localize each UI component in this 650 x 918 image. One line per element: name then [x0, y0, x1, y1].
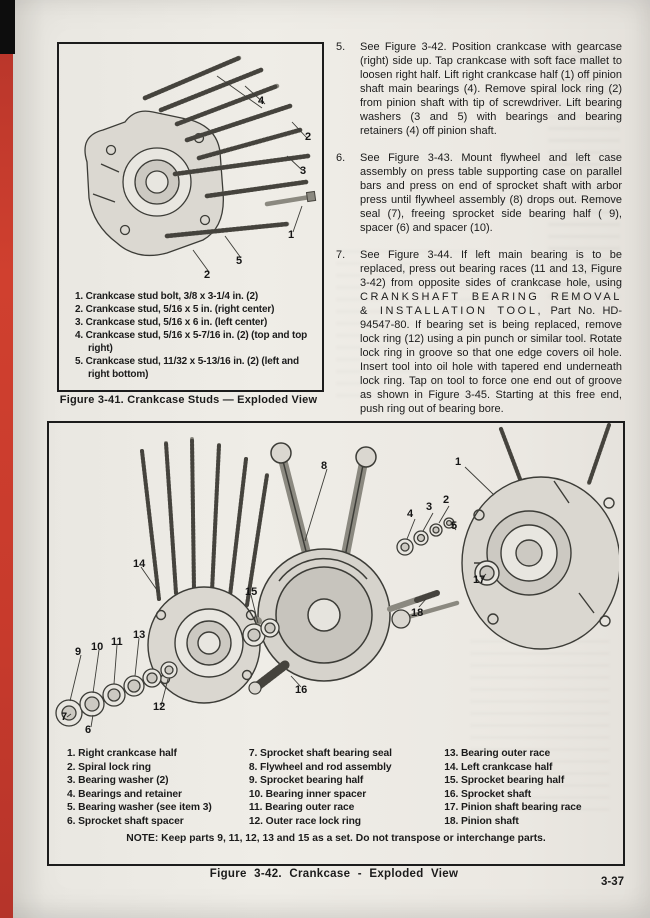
- legend-item: 10. Bearing inner spacer: [248, 788, 367, 800]
- step-number: 5.: [336, 41, 346, 53]
- fig42-callout-7: 7: [61, 711, 68, 723]
- fig42-callout-4: 4: [407, 508, 414, 520]
- step-number: 6.: [336, 152, 346, 164]
- fig42-callout-14: 14: [133, 558, 146, 570]
- fig41-callout-2: 2: [305, 131, 312, 143]
- step-5: 5. See Figure 3-42. Position crankcase w…: [336, 40, 622, 138]
- legend-item: 13. Bearing outer race: [444, 748, 551, 759]
- fig41-callout-4: 4: [258, 95, 265, 107]
- legend-item: 11. Bearing outer race: [248, 802, 355, 813]
- fig42-callout-5: 5: [451, 520, 458, 532]
- legend-item: 8. Flywheel and rod assembly: [248, 761, 392, 773]
- legend-item: 18. Pinion shaft: [444, 815, 519, 827]
- fig42-legend: 1. Right crankcase half 2. Spiral lock r…: [67, 747, 607, 828]
- fig42-callout-2: 2: [443, 494, 450, 506]
- fig41-callout-2b: 2: [204, 269, 211, 281]
- step-6: 6. See Figure 3-43. Mount flywheel and l…: [336, 151, 622, 235]
- legend-item: 15. Sprocket bearing half: [444, 775, 565, 786]
- fig42-callout-10: 10: [91, 641, 104, 653]
- step-text: See Figure 3-43. Mount flywheel and left…: [360, 152, 622, 234]
- page-number: 3-37: [600, 876, 624, 888]
- fig42-note: NOTE: Keep parts 9, 11, 12, 13 and 15 as…: [126, 833, 546, 844]
- legend-item: 6. Sprocket shaft spacer: [67, 815, 184, 827]
- legend-item: 9. Sprocket bearing half: [248, 775, 364, 786]
- step-text: See Figure 3-44. If left main bearing is…: [360, 248, 622, 416]
- figure-3-41-frame: 4 2 3 1 5 2 1. Crankcase stud bolt, 3/8 …: [57, 42, 324, 392]
- fig42-caption: Figure 3-42. Crankcase - Exploded View: [209, 868, 459, 880]
- legend-item: 1. Right crankcase half: [67, 748, 177, 759]
- legend-item: 16. Sprocket shaft: [444, 788, 532, 800]
- tool-name-text: CRANKSHAFT BEARING REMOVAL & INSTALLATIO…: [360, 291, 622, 317]
- legend-item: 17. Pinion shaft bearing race: [444, 802, 582, 813]
- legend-item: 3. Bearing washer (2): [67, 775, 169, 786]
- fig41-part-item: 4. Crankcase stud, 5/16 x 5-7/16 in. (2)…: [75, 330, 308, 354]
- legend-column-1: 1. Right crankcase half 2. Spiral lock r…: [67, 747, 249, 828]
- fig42-callout-1: 1: [455, 456, 462, 468]
- fig41-part-item: 5. Crankcase stud, 11/32 x 5-13/16 in. (…: [75, 356, 299, 380]
- step-number: 7.: [336, 249, 346, 261]
- fig42-callout-13: 13: [133, 629, 146, 641]
- fig41-part-item: 1. Crankcase stud bolt, 3/8 x 3-1/4 in. …: [75, 291, 259, 302]
- fig42-callout-18: 18: [411, 607, 424, 619]
- fig42-callout-11: 11: [111, 636, 123, 648]
- fig41-callout-5: 5: [236, 255, 243, 267]
- legend-item: 5. Bearing washer (see item 3): [67, 802, 212, 813]
- fig41-callout-3: 3: [300, 165, 307, 177]
- step-text-part: See Figure 3-44. If left main bearing is…: [360, 249, 622, 289]
- legend-item: 7. Sprocket shaft bearing seal: [248, 748, 392, 759]
- fig42-callout-12: 12: [153, 701, 166, 713]
- instruction-steps: 5. See Figure 3-42. Position crankcase w…: [336, 40, 622, 429]
- fig42-callout-16: 16: [295, 684, 308, 696]
- fig41-crankcase-studs-drawing: [84, 55, 317, 273]
- legend-item: 12. Outer race lock ring: [248, 815, 361, 827]
- fig42-callout-17: 17: [473, 574, 486, 586]
- step-text-part: Part No. HD-94547-80. If bearing set is …: [360, 305, 623, 415]
- legend-column-2: 7. Sprocket shaft bearing seal 8. Flywhe…: [249, 747, 444, 828]
- step-7: 7. See Figure 3-44. If left main bearing…: [336, 248, 622, 416]
- fig41-part-item: 2. Crankcase stud, 5/16 x 5 in. (right c…: [75, 304, 275, 315]
- fig42-callout-3: 3: [426, 501, 433, 513]
- fig42-callout-9: 9: [75, 646, 82, 658]
- fig42-callout-8: 8: [321, 460, 328, 472]
- fig42-callout-6: 6: [85, 724, 92, 736]
- fig41-part-item: 3. Crankcase stud, 5/16 x 6 in. (left ce…: [75, 317, 268, 328]
- book-spine-red-edge: [0, 0, 13, 918]
- legend-item: 4. Bearings and retainer: [67, 788, 182, 800]
- legend-item: 14. Left crankcase half: [444, 761, 553, 773]
- figure-3-42-frame: 8 1 4 3 2 5 14 15 17 18 13 11 10 9 16 12…: [47, 421, 625, 866]
- legend-item: 2. Spiral lock ring: [67, 761, 151, 773]
- fig42-callout-15: 15: [245, 586, 258, 598]
- step-text: See Figure 3-42. Position crankcase with…: [360, 41, 622, 137]
- fig41-caption: Figure 3-41. Crankcase Studs — Exploded …: [59, 394, 318, 406]
- legend-column-3: 13. Bearing outer race 14. Left crankcas…: [444, 747, 607, 828]
- fig42-crankcase-exploded-drawing: [55, 423, 619, 728]
- fig41-parts-list: 1. Crankcase stud bolt, 3/8 x 3-1/4 in. …: [75, 290, 315, 381]
- fig41-callout-1: 1: [288, 229, 295, 241]
- book-spine-black-corner: [0, 0, 15, 54]
